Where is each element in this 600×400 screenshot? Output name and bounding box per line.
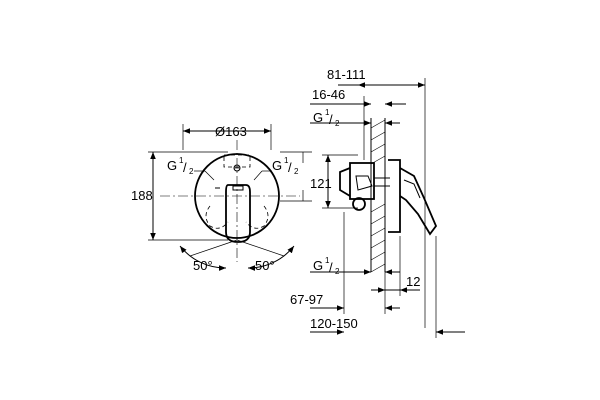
hidden-diverter — [223, 154, 251, 168]
svg-text:1: 1 — [284, 156, 289, 165]
svg-text:G: G — [313, 258, 323, 273]
angle-label-right: 50° — [255, 258, 275, 273]
side-height-label: 121 — [310, 176, 332, 191]
side-view: 81-111 16-46 G 1 / 2 121 — [290, 67, 465, 338]
svg-text:/: / — [329, 112, 333, 127]
height-label: 188 — [131, 188, 153, 203]
lever-cap — [232, 185, 244, 191]
diameter-label: Ø163 — [215, 124, 247, 139]
hidden-port-left — [205, 205, 229, 229]
svg-text:G: G — [272, 158, 282, 173]
mixing-body — [339, 162, 390, 211]
svg-text:G: G — [167, 158, 177, 173]
lever-profile — [399, 167, 438, 236]
svg-text:1: 1 — [325, 108, 330, 117]
thread-label-top: G 1 / 2 — [310, 108, 400, 128]
angle-label-left: 50° — [193, 258, 213, 273]
svg-text:2: 2 — [189, 167, 194, 176]
rosette-plate — [194, 153, 280, 239]
dim-top-label: 81-111 — [327, 67, 366, 82]
dim-bottom-1-label: 67-97 — [290, 292, 323, 307]
dim-wall-label: 12 — [406, 274, 420, 289]
lever-handle — [225, 184, 251, 243]
svg-text:/: / — [329, 260, 333, 275]
dim-bottom-2-label: 120-150 — [310, 316, 358, 331]
thread-label-left: G 1 / 2 — [167, 156, 215, 181]
svg-text:G: G — [313, 110, 323, 125]
dim-second-label: 16-46 — [312, 87, 345, 102]
outlet-fitting — [352, 197, 366, 211]
side-handle — [388, 159, 438, 236]
angle-arc-right — [247, 245, 295, 271]
angle-arc-left — [179, 245, 227, 271]
front-view: Ø163 188 G 1 / 2 G 1 / 2 — [131, 124, 312, 273]
thread-label-bottom: G 1 / 2 — [310, 256, 400, 276]
svg-text:2: 2 — [294, 167, 299, 176]
svg-text:1: 1 — [325, 256, 330, 265]
svg-text:/: / — [288, 160, 292, 175]
thread-label-right: G 1 / 2 — [253, 156, 299, 181]
svg-text:/: / — [183, 160, 187, 175]
wall-section — [370, 118, 386, 273]
svg-text:1: 1 — [179, 156, 184, 165]
